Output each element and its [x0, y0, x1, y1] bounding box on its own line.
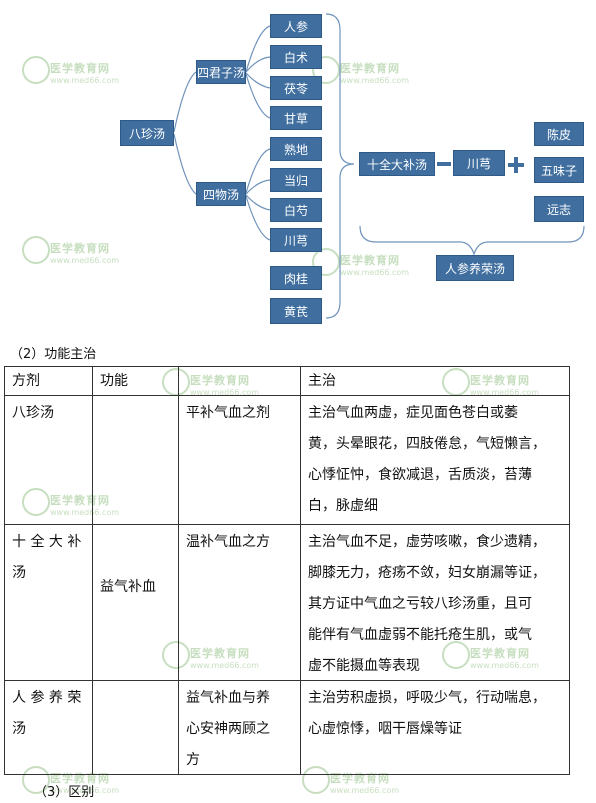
node-result1: 十全大补汤: [359, 152, 435, 176]
node-group1: 四君子汤: [196, 60, 246, 84]
node-plus-herb: 远志: [534, 196, 584, 222]
section-heading: （2）功能主治: [10, 347, 97, 362]
node-plus-herb: 陈皮: [534, 122, 584, 146]
node-herb: 甘草: [270, 106, 322, 130]
node-root: 八珍汤: [120, 120, 174, 146]
node-herb: 当归: [270, 168, 322, 192]
table-row-sub: 益气补血与养 心安神两顾之 方: [186, 690, 270, 768]
table-row-main: 主治气血两虚，症见面色苍白或萎 黄，头晕眼花，四肢倦怠，气短懒言， 心悸怔忡，食…: [308, 405, 546, 514]
diagram-connectors: [173, 13, 585, 319]
table-row-name: 人 参 养 荣 汤: [12, 690, 82, 737]
node-result2: 人参养荣汤: [436, 255, 514, 281]
table-header: 功能: [100, 373, 128, 389]
section-heading: （3）区别: [34, 785, 95, 800]
node-herb: 熟地: [270, 137, 322, 161]
table-function-cell: 益气补血: [100, 579, 156, 595]
table-row-name: 八珍汤: [12, 405, 54, 421]
node-herb: 人参: [270, 14, 322, 38]
table-row-main: 主治气血不足，虚劳咳嗽，食少遗精， 脚膝无力，疮疡不敛，妇女崩漏等证， 其方证中…: [308, 534, 546, 674]
table-row-name: 十 全 大 补 汤: [12, 534, 82, 581]
table-header: 主治: [308, 373, 336, 389]
table-row-sub: 温补气血之方: [186, 534, 270, 550]
minus-icon: [437, 162, 451, 166]
node-plus-herb: 五味子: [534, 157, 584, 183]
node-extra: 黄芪: [270, 298, 322, 324]
node-minus-herb: 川芎: [453, 150, 505, 176]
table-row-sub: 平补气血之剂: [186, 405, 270, 421]
node-herb: 白术: [270, 45, 322, 69]
table-header: 方剂: [12, 373, 40, 389]
node-herb: 茯苓: [270, 76, 322, 100]
node-herb: 川芎: [270, 228, 322, 252]
node-herb: 白芍: [270, 198, 322, 222]
node-group2: 四物汤: [196, 182, 246, 206]
node-extra: 肉桂: [270, 266, 322, 290]
table-row-main: 主治劳积虚损，呼吸少气，行动喘息， 心虚惊悸，咽干唇燥等证: [308, 690, 546, 737]
